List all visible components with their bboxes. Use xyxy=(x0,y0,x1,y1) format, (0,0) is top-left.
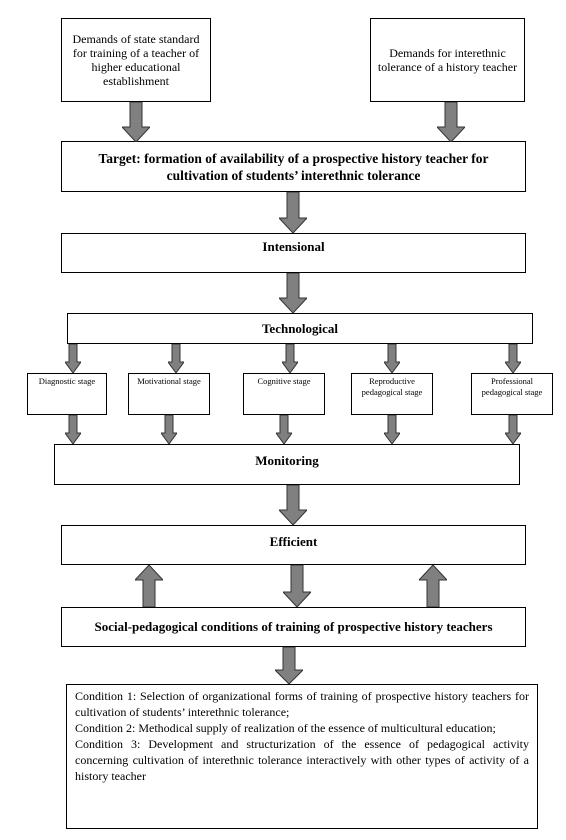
intensional-label: Intensional xyxy=(262,239,325,254)
technological-label: Technological xyxy=(261,320,339,336)
arrow-down-intensional-to-technological xyxy=(279,273,307,313)
arrow-down-technological-to-cognitive xyxy=(282,344,298,373)
technological-box: Technological xyxy=(67,313,533,344)
efficient-label: Efficient xyxy=(269,534,318,549)
arrow-down-reproductive-to-monitoring xyxy=(384,415,400,444)
arrow-down-demand-state-to-target xyxy=(122,102,150,142)
arrow-down-technological-to-professional xyxy=(505,344,521,373)
arrow-down-monitoring-to-efficient xyxy=(279,485,307,525)
intensional-box: Intensional xyxy=(61,233,526,273)
arrow-down-social-to-conditions xyxy=(275,647,303,684)
arrow-down-motivational-to-monitoring xyxy=(161,415,177,444)
demand-interethnic-tolerance-text: Demands for interethnic tolerance of a h… xyxy=(377,46,518,74)
arrow-down-demand-tolerance-to-target xyxy=(437,102,465,142)
arrow-down-efficient-to-social xyxy=(283,565,311,607)
condition-1-text: Condition 1: Selection of organizational… xyxy=(75,689,529,719)
stage-motivational-label: Motivational stage xyxy=(137,376,201,386)
stage-professional-box: Professional pedagogical stage xyxy=(471,373,553,415)
stage-reproductive-box: Reproductive pedagogical stage xyxy=(351,373,433,415)
monitoring-box: Monitoring xyxy=(54,444,520,485)
arrow-down-technological-to-reproductive xyxy=(384,344,400,373)
condition-2-text: Condition 2: Methodical supply of realiz… xyxy=(75,721,496,735)
stage-professional-label: Professional pedagogical stage xyxy=(481,376,543,397)
monitoring-label: Monitoring xyxy=(255,453,319,468)
conditions-list-box: Condition 1: Selection of organizational… xyxy=(66,684,538,829)
arrow-down-target-to-intensional xyxy=(279,192,307,233)
stage-cognitive-box: Cognitive stage xyxy=(243,373,325,415)
social-pedagogical-conditions-label: Social-pedagogical conditions of trainin… xyxy=(94,619,493,634)
demand-state-standard-box: Demands of state standard for training o… xyxy=(61,18,211,102)
efficient-box: Efficient xyxy=(61,525,526,565)
arrow-down-technological-to-diagnostic xyxy=(65,344,81,373)
arrow-down-professional-to-monitoring xyxy=(505,415,521,444)
stage-motivational-box: Motivational stage xyxy=(128,373,210,415)
arrow-down-diagnostic-to-monitoring xyxy=(65,415,81,444)
stage-diagnostic-label: Diagnostic stage xyxy=(38,376,96,386)
stage-cognitive-label: Cognitive stage xyxy=(257,376,311,386)
demand-interethnic-tolerance-box: Demands for interethnic tolerance of a h… xyxy=(370,18,525,102)
stage-diagnostic-box: Diagnostic stage xyxy=(27,373,107,415)
social-pedagogical-conditions-box: Social-pedagogical conditions of trainin… xyxy=(61,607,526,647)
arrow-down-cognitive-to-monitoring xyxy=(276,415,292,444)
target-text: Target: formation of availability of a p… xyxy=(98,150,489,183)
demand-state-standard-text: Demands of state standard for training o… xyxy=(72,32,200,88)
condition-3-text: Condition 3: Development and structuriza… xyxy=(75,737,529,783)
target-box: Target: formation of availability of a p… xyxy=(61,141,526,192)
stage-reproductive-label: Reproductive pedagogical stage xyxy=(361,376,423,397)
arrow-up-social-to-efficient-left xyxy=(135,565,163,607)
arrow-up-social-to-efficient-right xyxy=(419,565,447,607)
arrow-down-technological-to-motivational xyxy=(168,344,184,373)
